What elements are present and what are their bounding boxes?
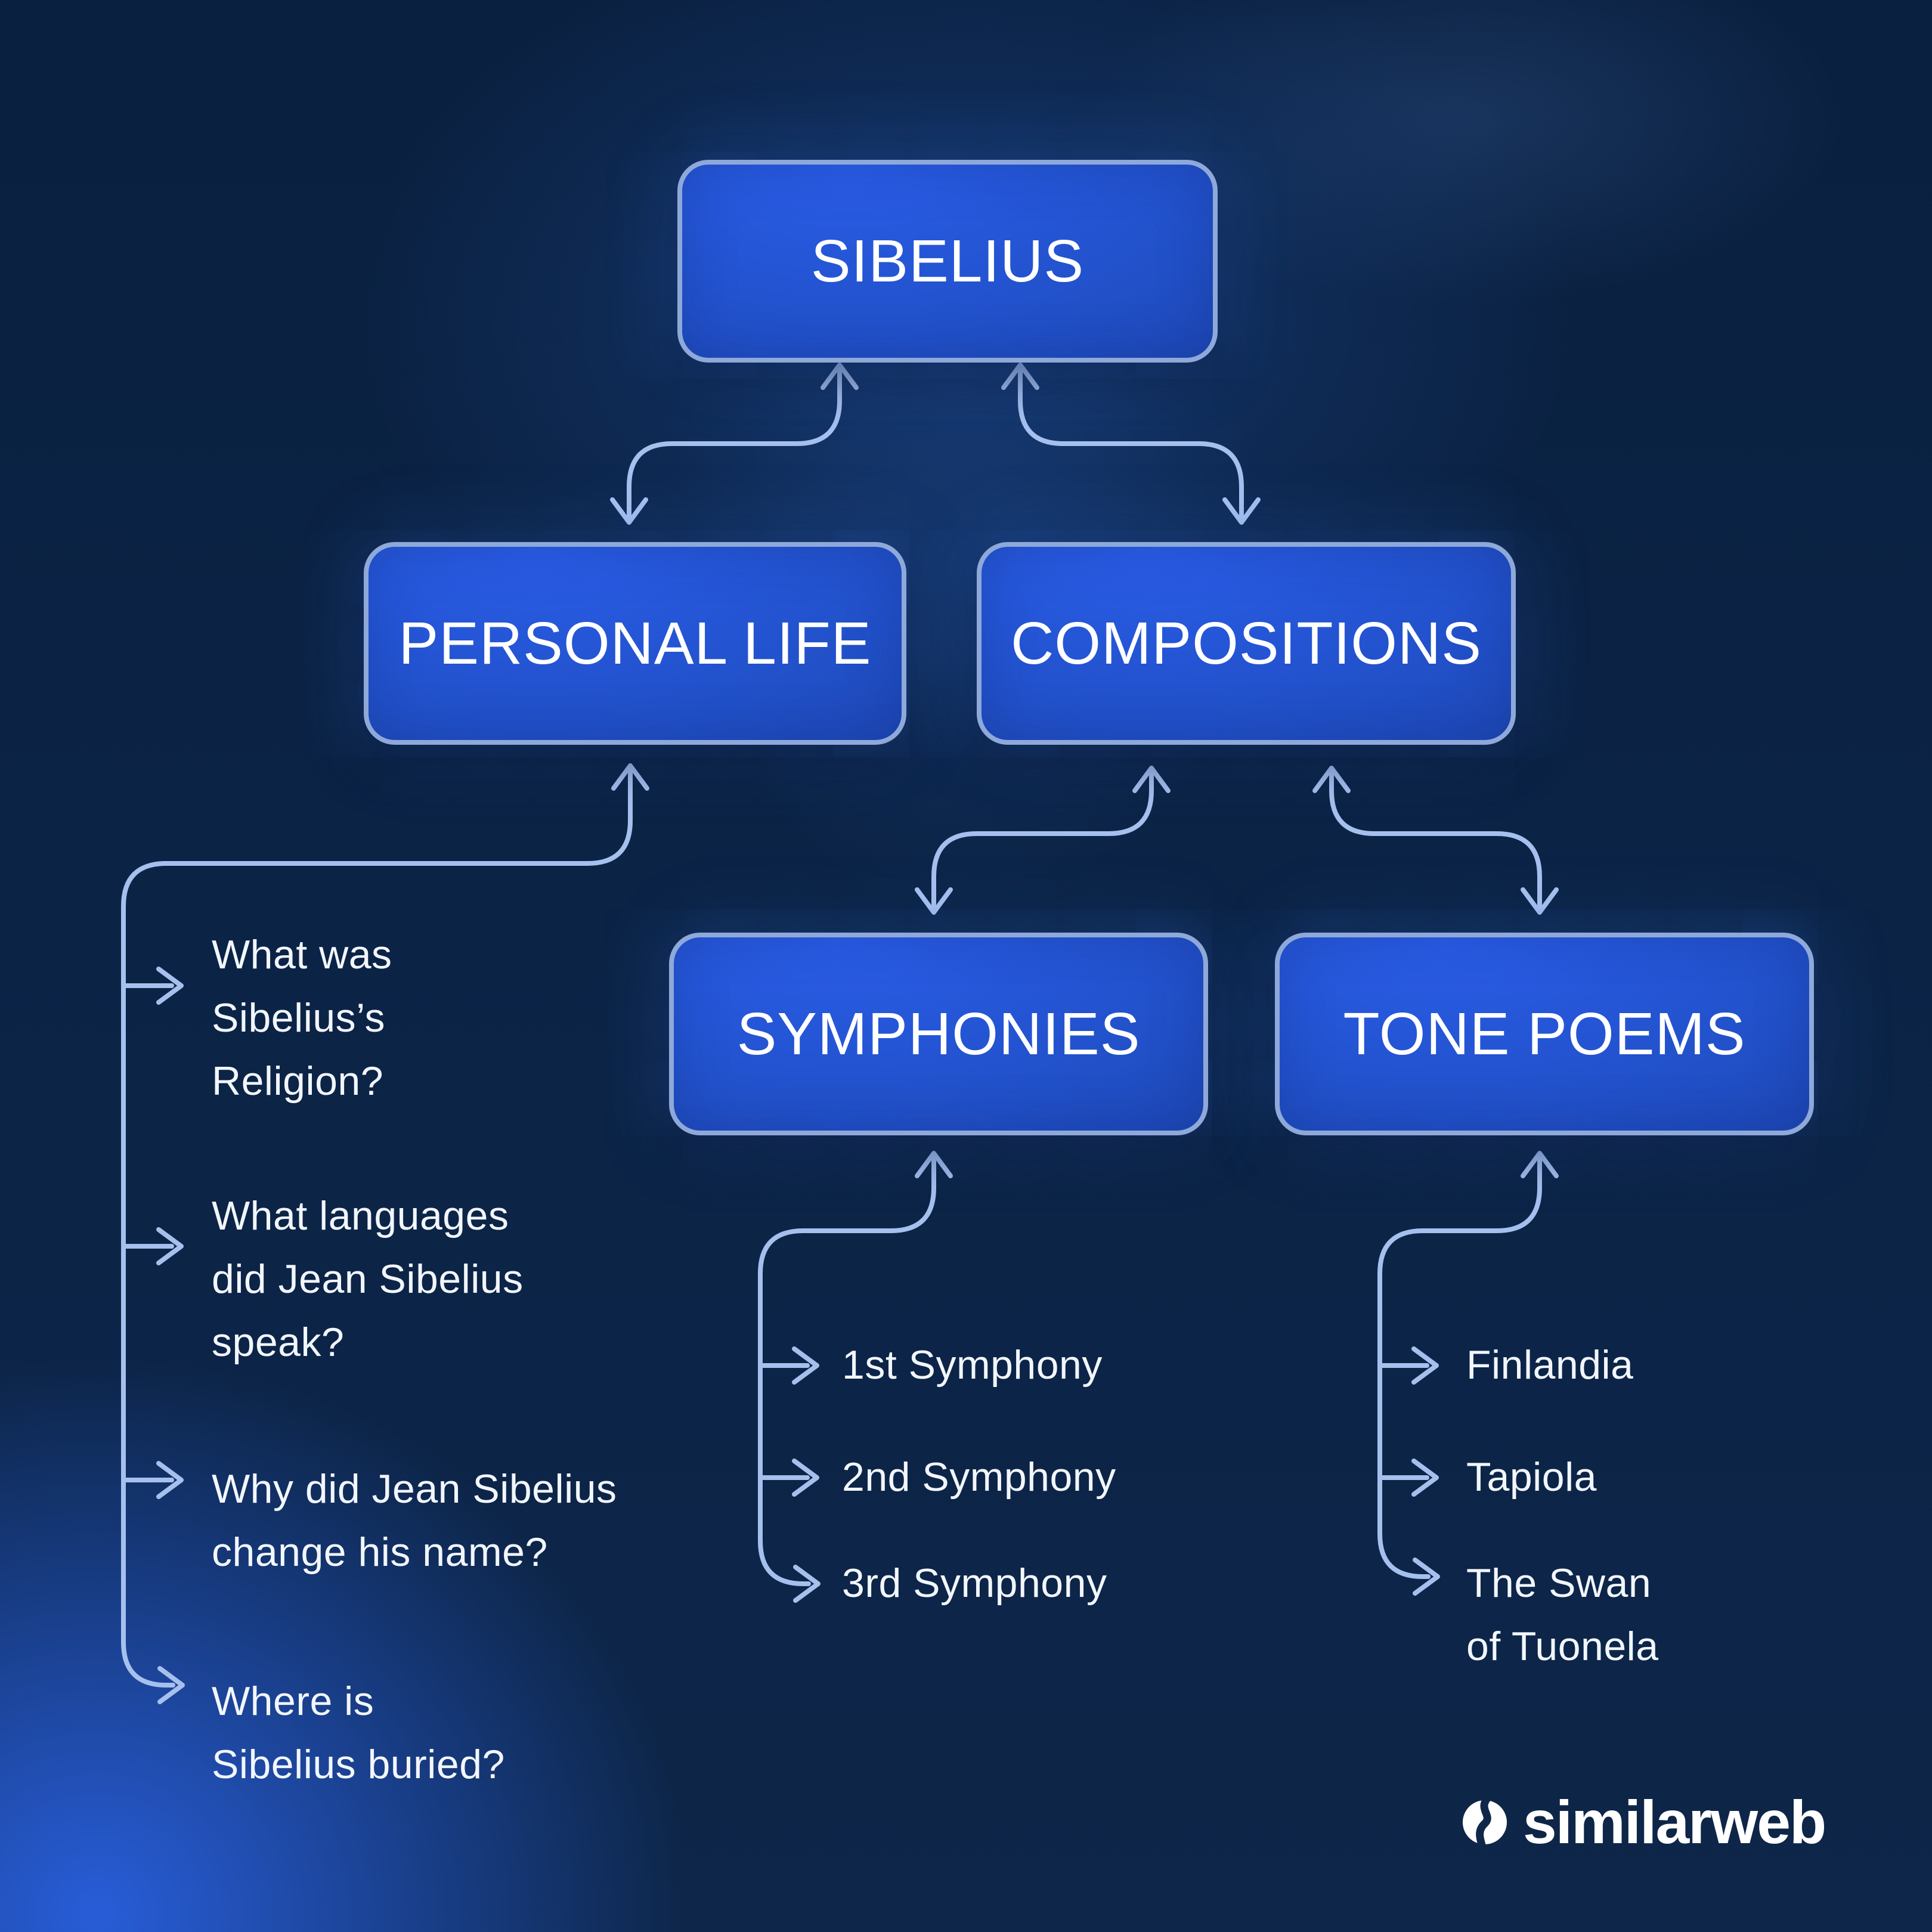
list-item-1st-symphony: 1st Symphony xyxy=(842,1333,1103,1397)
node-tone-poems-label: TONE POEMS xyxy=(1343,1000,1746,1067)
question-line: change his name? xyxy=(212,1530,548,1575)
similarweb-drop-icon xyxy=(1462,1794,1507,1851)
question-line: speak? xyxy=(212,1320,345,1365)
question-line: What was xyxy=(212,932,392,977)
list-item-line: 3rd Symphony xyxy=(842,1561,1107,1606)
question-line: Sibelius’s xyxy=(212,995,386,1041)
connector-compositions-symphonies xyxy=(915,766,1171,915)
question-line: Where is xyxy=(212,1679,374,1724)
list-item-line: Tapiola xyxy=(1466,1454,1597,1500)
connector-personal-life-questions xyxy=(121,763,649,1704)
question-religion: What was Sibelius’s Religion? xyxy=(212,923,392,1113)
question-line: did Jean Sibelius xyxy=(212,1256,524,1302)
list-item-line: Finlandia xyxy=(1466,1342,1634,1388)
list-item-swan-of-tuonela: The Swan of Tuonela xyxy=(1466,1552,1659,1678)
list-item-3rd-symphony: 3rd Symphony xyxy=(842,1552,1107,1615)
question-languages: What languages did Jean Sibelius speak? xyxy=(212,1184,524,1374)
connector-symphonies-items xyxy=(758,1151,953,1603)
node-compositions-label: COMPOSITIONS xyxy=(1011,609,1482,677)
connector-sibelius-personal-life xyxy=(610,363,859,525)
node-sibelius-label: SIBELIUS xyxy=(810,227,1085,295)
question-line: Why did Jean Sibelius xyxy=(212,1466,617,1512)
connector-tone-poems-items xyxy=(1377,1151,1559,1596)
list-item-tapiola: Tapiola xyxy=(1466,1445,1597,1509)
connector-compositions-tone-poems xyxy=(1312,766,1559,915)
list-item-line: 1st Symphony xyxy=(842,1342,1103,1388)
node-sibelius: SIBELIUS xyxy=(677,160,1218,363)
node-personal-life: PERSONAL LIFE xyxy=(364,542,906,745)
similarweb-wordmark: similarweb xyxy=(1523,1788,1826,1856)
node-symphonies: SYMPHONIES xyxy=(669,933,1208,1135)
similarweb-logo: similarweb xyxy=(1462,1788,1826,1856)
node-compositions: COMPOSITIONS xyxy=(977,542,1516,745)
question-buried: Where is Sibelius buried? xyxy=(212,1670,505,1796)
list-item-2nd-symphony: 2nd Symphony xyxy=(842,1445,1116,1509)
question-line: Sibelius buried? xyxy=(212,1742,505,1787)
list-item-line: The Swan xyxy=(1466,1561,1652,1606)
question-name-change: Why did Jean Sibelius change his name? xyxy=(212,1457,617,1584)
node-personal-life-label: PERSONAL LIFE xyxy=(398,609,872,677)
list-item-line: of Tuonela xyxy=(1466,1624,1659,1669)
question-line: Religion? xyxy=(212,1058,384,1104)
connector-sibelius-compositions xyxy=(1001,363,1261,525)
node-tone-poems: TONE POEMS xyxy=(1275,933,1814,1135)
node-symphonies-label: SYMPHONIES xyxy=(736,1000,1141,1067)
list-item-line: 2nd Symphony xyxy=(842,1454,1116,1500)
question-line: What languages xyxy=(212,1193,509,1239)
list-item-finlandia: Finlandia xyxy=(1466,1333,1633,1397)
